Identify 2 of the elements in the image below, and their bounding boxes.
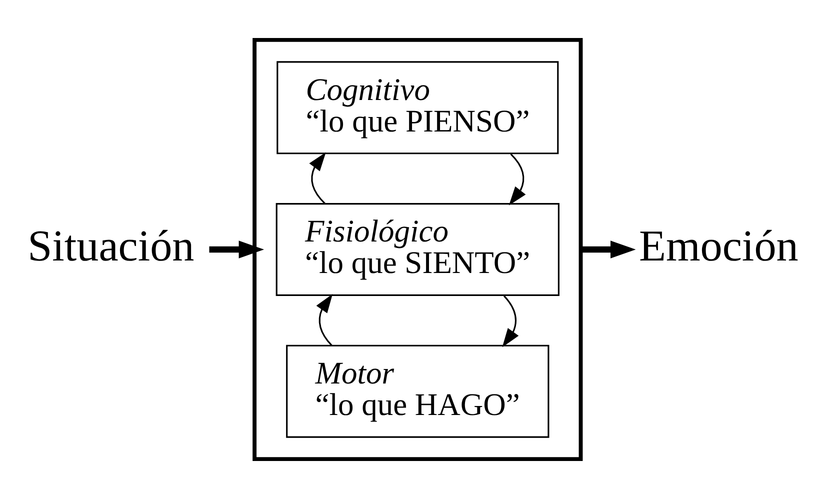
node-text: Emoción [639, 221, 798, 270]
node-text: Situación [28, 221, 194, 270]
